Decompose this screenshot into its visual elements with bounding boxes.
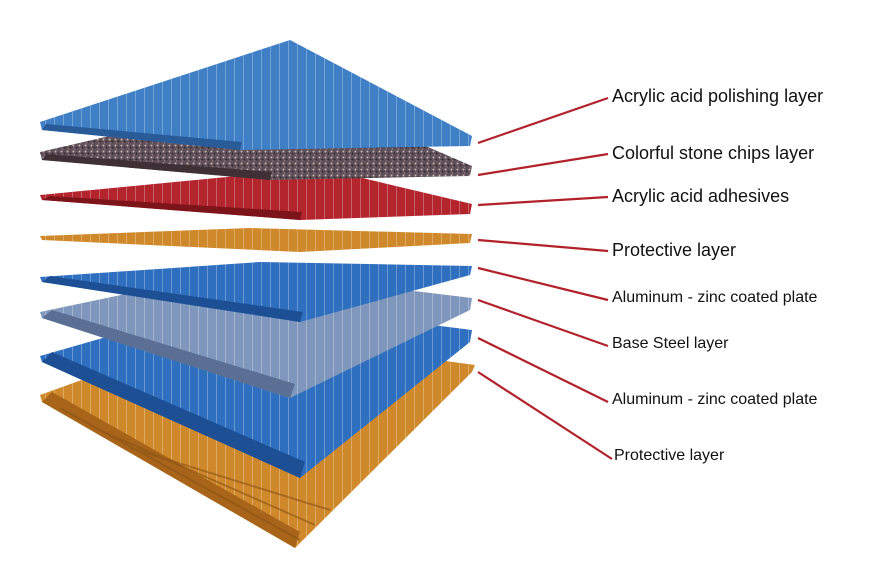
leader-lines [477,96,613,460]
label-acrylic-adhesives: Acrylic acid adhesives [612,186,790,206]
leader-line-aluminum-zinc-upper [477,266,609,302]
layer-acrylic-adhesive [40,168,472,220]
label-aluminum-zinc-upper: Aluminum - zinc coated plate [612,289,818,306]
leader-line-base-steel [477,298,609,348]
leader-line-polishing [477,96,609,145]
leader-line-adhesive [477,195,609,207]
layer-protective-top [40,228,472,252]
label-acrylic-polishing-layer: Acrylic acid polishing layer [612,86,824,106]
label-stone-chips-layer: Colorful stone chips layer [612,143,815,163]
label-aluminum-zinc-lower: Aluminum - zinc coated plate [612,391,818,408]
leader-line-protective-top [477,238,609,253]
layer-acrylic-polishing [40,40,472,150]
leader-line-aluminum-zinc-lower [477,337,609,403]
label-base-steel-layer: Base Steel layer [612,335,729,352]
leader-line-protective-bottom [477,371,613,460]
label-protective-layer-bottom: Protective layer [614,447,725,464]
leader-line-stone-chips [477,152,609,177]
layer-aluminum-zinc-upper [40,262,472,322]
label-protective-layer-top: Protective layer [612,240,737,260]
